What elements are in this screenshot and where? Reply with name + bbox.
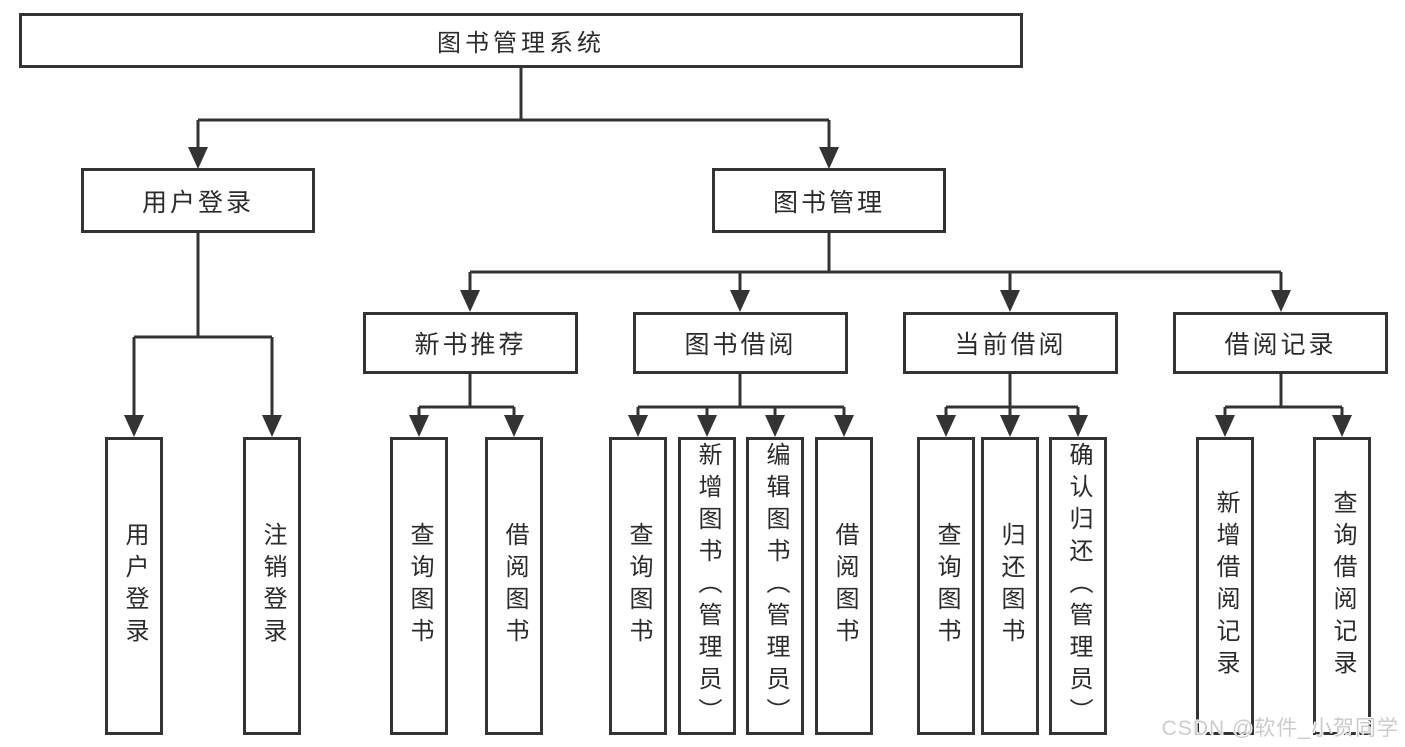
node-label: 注销登录 bbox=[259, 522, 286, 650]
node-book-borrowing: 图书借阅 bbox=[633, 312, 848, 374]
leaf-current-return-books: 归还图书 bbox=[981, 437, 1039, 735]
arrow-down-icon bbox=[697, 415, 717, 437]
node-label: 编辑图书（管理员） bbox=[762, 442, 789, 730]
node-borrow-records: 借阅记录 bbox=[1173, 312, 1388, 374]
node-label: 查询图书 bbox=[406, 522, 433, 650]
arrow-down-icon bbox=[1215, 415, 1235, 437]
arrow-down-icon bbox=[460, 290, 480, 312]
arrow-down-icon bbox=[834, 415, 854, 437]
leaf-borrowing-edit-books-admin: 编辑图书（管理员） bbox=[746, 437, 804, 735]
arrow-down-icon bbox=[1000, 415, 1020, 437]
node-label: 新增图书（管理员） bbox=[694, 442, 721, 730]
node-label: 确认归还（管理员） bbox=[1065, 442, 1092, 730]
node-label: 借阅图书 bbox=[831, 522, 858, 650]
arrow-down-icon bbox=[936, 415, 956, 437]
node-label: 图书借阅 bbox=[684, 331, 797, 359]
node-current-borrowing: 当前借阅 bbox=[903, 312, 1118, 374]
node-label: 新书推荐 bbox=[414, 331, 527, 359]
leaf-user-login: 用户登录 bbox=[105, 437, 163, 735]
node-label: 查询图书 bbox=[625, 522, 652, 650]
leaf-current-query-books: 查询图书 bbox=[917, 437, 975, 735]
node-label: 用户登录 bbox=[121, 522, 148, 650]
arrow-down-icon bbox=[262, 415, 282, 437]
node-label: 借阅记录 bbox=[1224, 331, 1337, 359]
node-label: 图书管理系统 bbox=[437, 30, 605, 57]
arrow-down-icon bbox=[819, 147, 839, 169]
node-label: 图书管理 bbox=[772, 188, 885, 217]
leaf-logout: 注销登录 bbox=[243, 437, 301, 735]
node-label: 当前借阅 bbox=[954, 331, 1067, 359]
node-label: 用户登录 bbox=[141, 188, 254, 217]
arrow-down-icon bbox=[1000, 290, 1020, 312]
arrow-down-icon bbox=[1271, 290, 1291, 312]
node-label: 借阅图书 bbox=[501, 522, 528, 650]
leaf-records-add-record: 新增借阅记录 bbox=[1196, 437, 1254, 735]
leaf-recommend-query-books: 查询图书 bbox=[390, 437, 448, 735]
arrow-down-icon bbox=[730, 290, 750, 312]
leaf-borrowing-add-books-admin: 新增图书（管理员） bbox=[678, 437, 736, 735]
leaf-current-confirm-return-admin: 确认归还（管理员） bbox=[1049, 437, 1107, 735]
arrow-down-icon bbox=[124, 415, 144, 437]
leaf-records-query-record: 查询借阅记录 bbox=[1313, 437, 1371, 735]
node-system-root: 图书管理系统 bbox=[19, 13, 1023, 68]
node-label: 归还图书 bbox=[997, 522, 1024, 650]
node-label: 新增借阅记录 bbox=[1212, 490, 1239, 682]
arrow-down-icon bbox=[1332, 415, 1352, 437]
node-label: 查询图书 bbox=[933, 522, 960, 650]
watermark: CSDN @软件_小贺同学 bbox=[1161, 717, 1399, 740]
arrow-down-icon bbox=[409, 415, 429, 437]
leaf-recommend-borrow-books: 借阅图书 bbox=[485, 437, 543, 735]
arrow-down-icon bbox=[765, 415, 785, 437]
arrow-down-icon bbox=[628, 415, 648, 437]
leaf-borrowing-query-books: 查询图书 bbox=[609, 437, 667, 735]
leaf-borrowing-borrow-books: 借阅图书 bbox=[815, 437, 873, 735]
node-label: 查询借阅记录 bbox=[1329, 490, 1356, 682]
arrow-down-icon bbox=[504, 415, 524, 437]
arrow-down-icon bbox=[188, 147, 208, 169]
node-user-login-branch: 用户登录 bbox=[81, 168, 315, 233]
arrow-down-icon bbox=[1068, 415, 1088, 437]
node-book-management-branch: 图书管理 bbox=[712, 168, 946, 233]
node-new-book-recommend: 新书推荐 bbox=[363, 312, 578, 374]
